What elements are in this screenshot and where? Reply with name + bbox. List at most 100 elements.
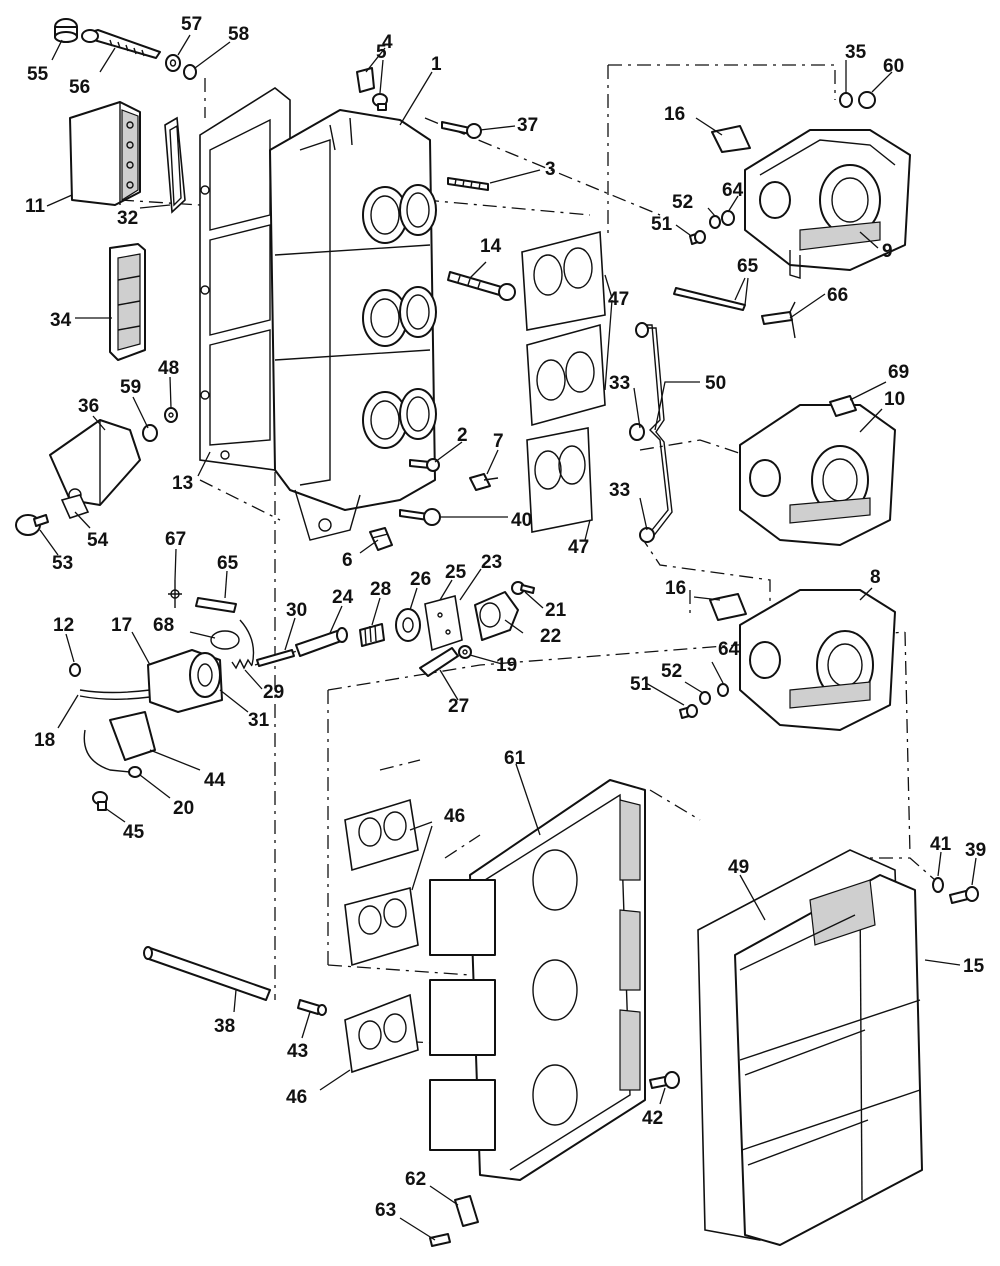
callout-11: 11: [25, 196, 46, 217]
gasket-46-bottom: [344, 993, 419, 1074]
screw-21: [511, 581, 535, 595]
oring-19: [458, 645, 472, 659]
callout-15: 15: [963, 956, 985, 977]
callout-46-bottom: 46: [286, 1087, 307, 1108]
part-34: [109, 243, 146, 361]
clip-69: [829, 395, 857, 417]
callout-18: 18: [34, 730, 55, 751]
callout-62: 62: [405, 1169, 426, 1190]
callout-17: 17: [111, 615, 132, 636]
fitting-43: [297, 999, 327, 1016]
callout-67: 67: [165, 529, 186, 550]
plate-25: [424, 594, 463, 652]
bolt-37: [441, 121, 482, 139]
screw-63: [429, 1233, 451, 1247]
fitting-33-top: [629, 423, 645, 441]
intake-manifold-1: [269, 109, 437, 541]
carburetor-9: [744, 129, 911, 279]
callout-41: 41: [930, 834, 952, 855]
screw-39: [949, 886, 979, 904]
sleeve-24: [295, 627, 348, 657]
callout-68: 68: [153, 615, 174, 636]
nozzle-27: [419, 647, 459, 677]
washer-64-top: [721, 210, 735, 226]
stud-3: [447, 177, 489, 191]
diaphragm-26: [395, 608, 421, 642]
callout-54: 54: [87, 530, 109, 551]
callout-49: 49: [728, 857, 749, 878]
wire-18: [79, 689, 151, 700]
callout-10: 10: [884, 389, 905, 410]
callout-64-top: 64: [722, 180, 744, 201]
callout-23: 23: [481, 552, 502, 573]
bolt-42: [649, 1071, 680, 1089]
bolt-14: [447, 271, 516, 301]
fitting-67: [168, 580, 182, 608]
bracket-16-bottom: [709, 593, 747, 621]
callout-51-bottom: 51: [630, 674, 652, 695]
callout-16-bottom: 16: [665, 578, 686, 599]
callout-51-top: 51: [651, 214, 673, 235]
callout-22: 22: [540, 626, 561, 647]
callout-16-top: 16: [664, 104, 685, 125]
screw-51-top: [689, 230, 706, 245]
callout-46-top: 46: [444, 806, 465, 827]
callout-48: 48: [158, 358, 179, 379]
callout-56: 56: [69, 77, 90, 98]
callout-28: 28: [370, 579, 391, 600]
pin-30: [256, 649, 295, 667]
nut-60: [858, 91, 876, 109]
gasket-46-middle: [344, 886, 419, 967]
bracket-62: [454, 1195, 479, 1227]
callout-47-bottom: 47: [568, 537, 589, 558]
callout-24: 24: [332, 587, 354, 608]
wire-20: [83, 729, 142, 778]
callout-8: 8: [870, 567, 881, 588]
callout-12: 12: [53, 615, 74, 636]
callout-34: 34: [50, 310, 72, 331]
hose-65-bottom: [195, 597, 255, 666]
gasket-32: [164, 116, 186, 214]
callout-19: 19: [496, 655, 517, 676]
callout-47-top: 47: [608, 289, 629, 310]
callout-27: 27: [448, 696, 469, 717]
callout-64-bottom: 64: [718, 639, 740, 660]
gasket-46-top: [344, 798, 419, 872]
nut-59: [142, 424, 158, 442]
callout-30: 30: [286, 600, 307, 621]
screw-45: [92, 791, 108, 811]
gasket-47-middle: [526, 323, 606, 427]
callout-43: 43: [287, 1041, 308, 1062]
link-66: [761, 301, 796, 339]
callout-4: 4: [382, 32, 393, 53]
washer-48: [164, 407, 178, 423]
cover-15: [734, 874, 923, 1246]
callout-42: 42: [642, 1108, 663, 1129]
callout-37: 37: [517, 115, 538, 136]
washer-41: [932, 877, 944, 893]
callout-6: 6: [342, 550, 353, 571]
callout-38: 38: [214, 1016, 235, 1037]
pin-65-top: [673, 287, 746, 311]
callout-29: 29: [263, 682, 284, 703]
fitting-6: [369, 527, 393, 551]
callout-7: 7: [493, 431, 504, 452]
fitting-33-upper-cap: [635, 322, 649, 338]
callout-2: 2: [457, 425, 468, 446]
callout-60: 60: [883, 56, 904, 77]
callout-33-top: 33: [609, 373, 630, 394]
callout-numbers: 55 56 57 58 4 5 1 35 60 37 16 3 11 32 64…: [25, 14, 986, 1221]
callout-53: 53: [52, 553, 73, 574]
callout-21: 21: [545, 600, 567, 621]
callout-58: 58: [228, 24, 249, 45]
sensor-7: [469, 473, 499, 491]
washer-52-bottom: [699, 691, 711, 705]
callout-50: 50: [705, 373, 726, 394]
leader-lines: [39, 34, 977, 1241]
callout-61: 61: [504, 748, 526, 769]
callout-5: 5: [376, 42, 387, 63]
clamp-68: [210, 630, 240, 650]
callout-69: 69: [888, 362, 909, 383]
callout-65-top: 65: [737, 256, 759, 277]
